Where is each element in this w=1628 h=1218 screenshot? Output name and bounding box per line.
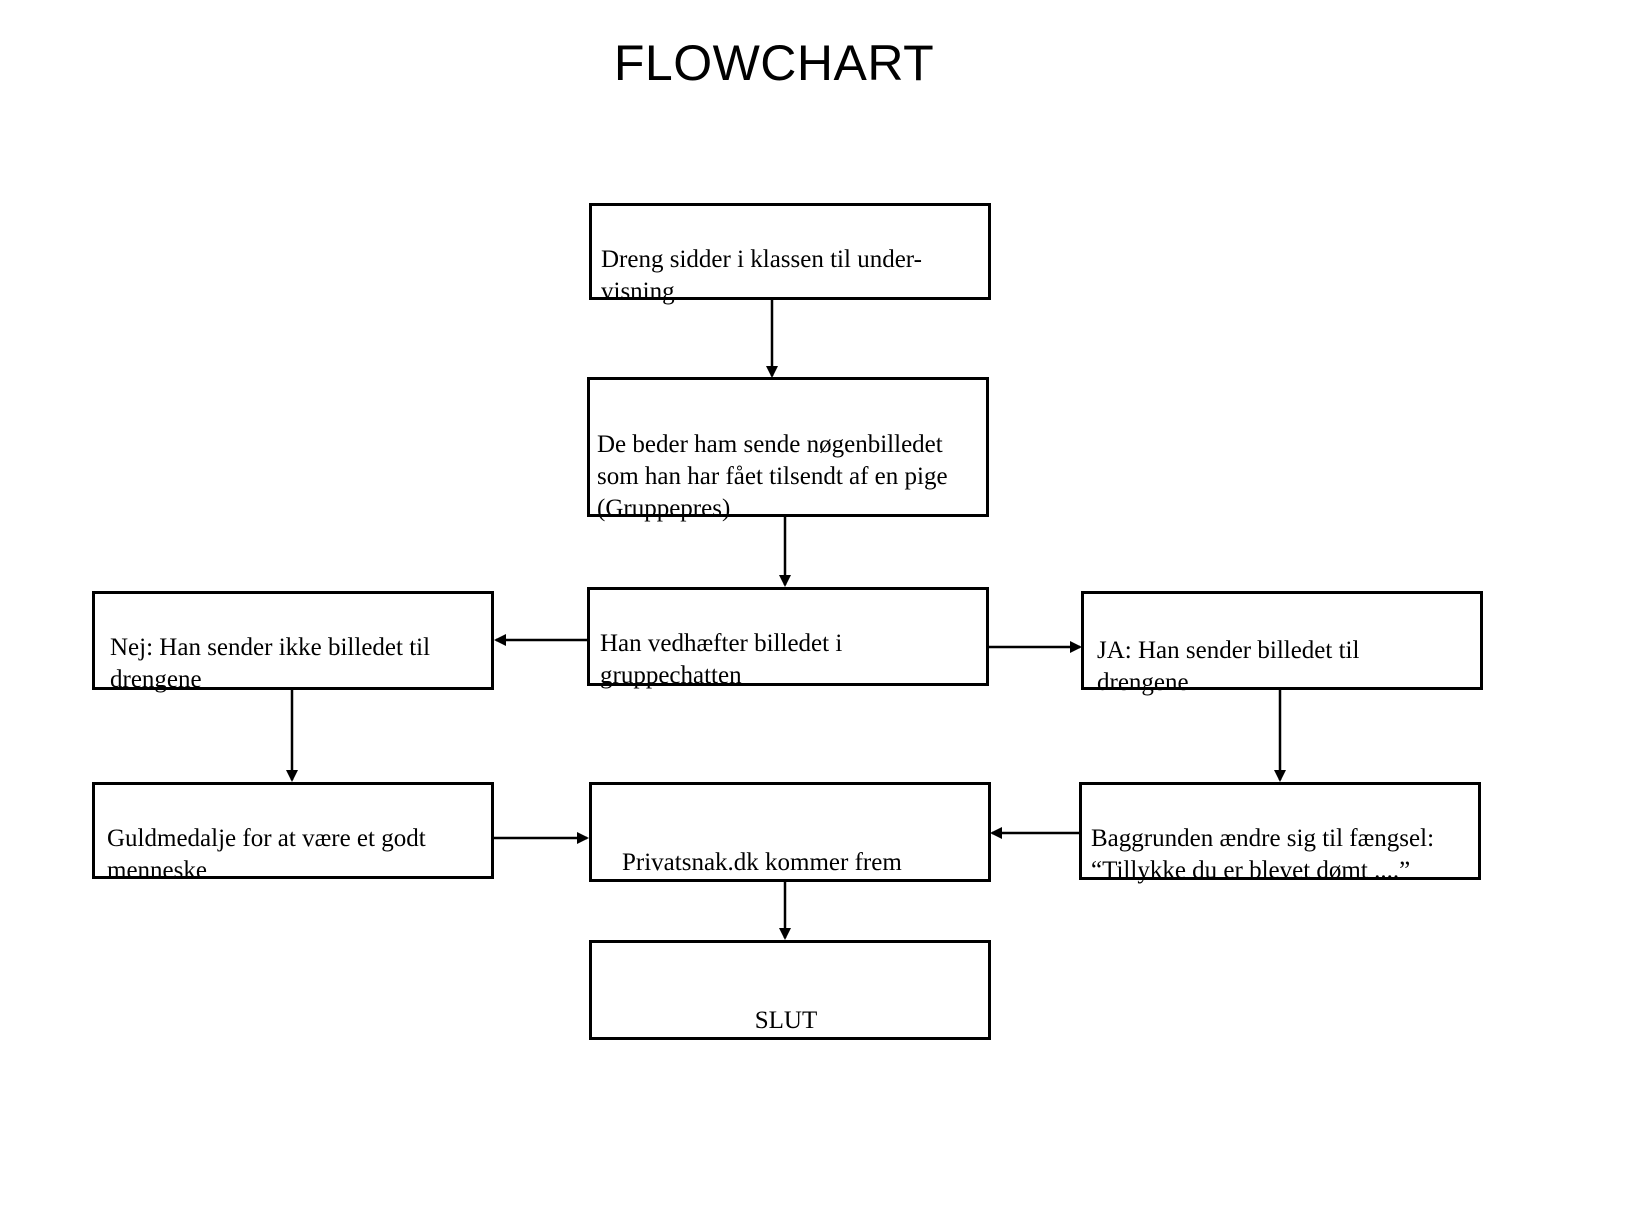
node-prison-label: Baggrunden ændre sig til fængsel: “Tilly… xyxy=(1091,825,1435,884)
node-medal-label: Guldmedalje for at være et godt menneske xyxy=(107,825,426,884)
node-privatsnak: Privatsnak.dk kommer frem xyxy=(589,782,991,882)
node-yes: JA: Han sender billedet til drengene xyxy=(1081,591,1483,696)
node-attach: Han vedhæfter billedet i gruppechatten xyxy=(587,587,989,689)
node-prison: Baggrunden ændre sig til fængsel: “Tilly… xyxy=(1079,782,1481,884)
node-request-label: De beder ham sende nøgenbilledet som han… xyxy=(597,431,948,522)
page-title: FLOWCHART xyxy=(613,35,935,91)
node-no: Nej: Han sender ikke billedet til drenge… xyxy=(92,591,494,693)
node-attach-label: Han vedhæfter billedet i gruppechatten xyxy=(600,630,843,689)
node-no-label: Nej: Han sender ikke billedet til drenge… xyxy=(110,634,431,693)
node-request: De beder ham sende nøgenbilledet som han… xyxy=(587,377,989,522)
node-end-label: SLUT xyxy=(754,1007,818,1034)
node-end: SLUT xyxy=(589,940,991,1040)
node-medal: Guldmedalje for at være et godt menneske xyxy=(92,782,494,884)
node-start-label: Dreng sidder i klassen til under- visnin… xyxy=(601,246,922,305)
node-start: Dreng sidder i klassen til under- visnin… xyxy=(589,203,991,305)
node-yes-label: JA: Han sender billedet til drengene xyxy=(1097,637,1360,696)
node-privatsnak-label: Privatsnak.dk kommer frem xyxy=(622,849,902,876)
